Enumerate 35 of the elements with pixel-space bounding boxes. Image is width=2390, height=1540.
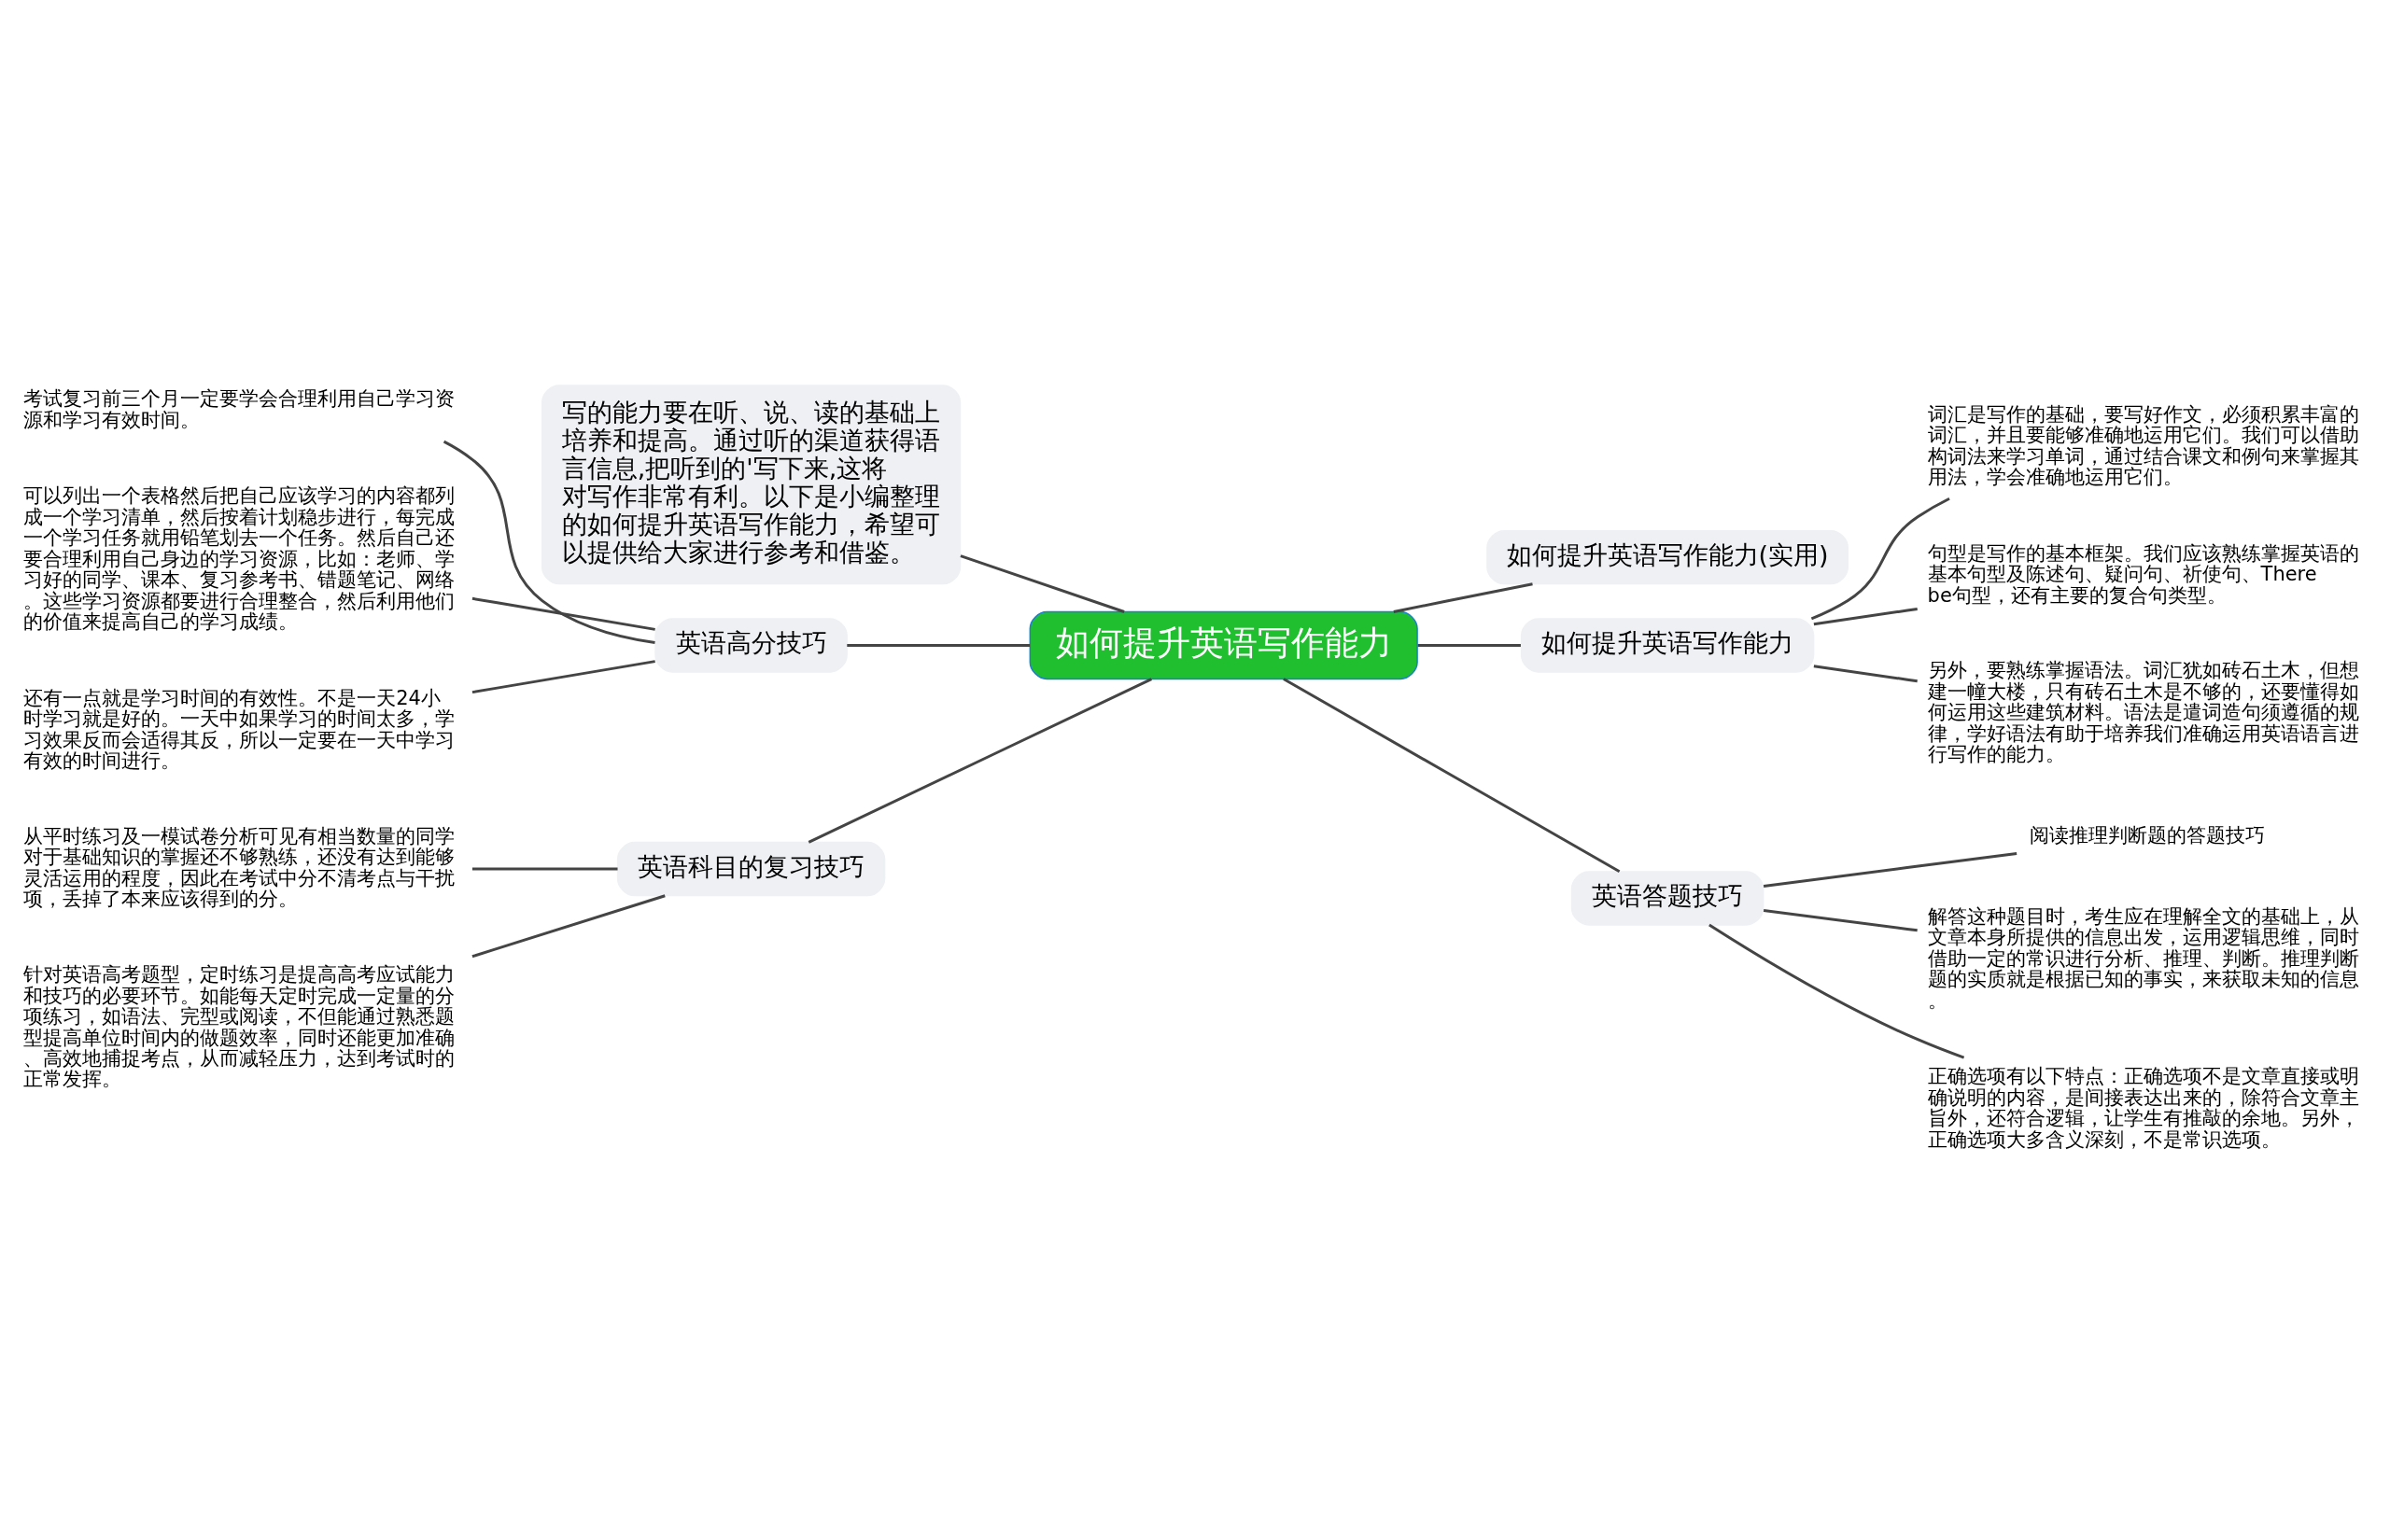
connector (1708, 923, 1965, 1059)
connector (1283, 677, 1621, 873)
node-box: 写的能力要在听、说、读的基础上培养和提高。通过听的渠道获得语言信息,把听到的'写下来,这将对写作非常有利。以下是小编整理的如何提升英语写作能力，希望可以提供给大家进行参考和借鉴。 (541, 384, 962, 584)
node-box: 如何提升英语写作能力(实用) (1486, 529, 1849, 584)
node-box: 如何提升英语写作能力 (1029, 610, 1418, 679)
node-text: 词汇是写作的基础，要写好作文，必须积累丰富的词汇，并且要能够准确地运用它们。我们可以借助构词法来学习单词，通过结合课文和例句来掌握其用法，学会准确地运用它们。 (1927, 402, 2359, 488)
node-text: 还有一点就是学习时间的有效性。不是一天24小时学习就是好的。一天中如果学习的时间太多，学习效果反而会适得其反，所以一定要在一天中学习有效的时间进行。 (23, 686, 456, 772)
connector (1813, 664, 1918, 682)
node-box: 英语高分技巧 (654, 617, 848, 673)
node-box: 如何提升英语写作能力 (1520, 617, 1815, 673)
connector (471, 596, 655, 631)
connector (471, 893, 666, 958)
node-text: 阅读推理判断题的答题技巧 (2029, 823, 2265, 847)
node-text: 解答这种题目时，考生应在理解全文的基础上，从文章本身所提供的信息出发，运用逻辑思维，同时借助一定的常识进行分析、推理、判断。推理判断题的实质就是根据已知的事实，来获取未知的信息。 (1927, 904, 2359, 1012)
connector (443, 440, 655, 644)
connector (1810, 497, 1950, 620)
connector (1417, 643, 1521, 647)
connector (1763, 851, 2017, 888)
connector (1393, 581, 1533, 613)
node-box: 英语科目的复习技巧 (616, 841, 886, 896)
node-box: 英语答题技巧 (1570, 870, 1764, 926)
connector (471, 867, 618, 871)
connector (847, 643, 1031, 647)
connector (1813, 607, 1918, 625)
node-text: 另外，要熟练掌握语法。词汇犹如砖石土木，但想建一幢大楼，只有砖石土木是不够的，还要懂得如何运用这些建筑材料。语法是遣词造句须遵循的规律，学好语法有助于培养我们准确运用英语语言进行写作的能力。 (1927, 658, 2359, 765)
connector (808, 677, 1152, 844)
node-text: 从平时练习及一模试卷分析可见有相当数量的同学对于基础知识的掌握还不够熟练，还没有达到能够灵活运用的程度，因此在考试中分不清考点与干扰项，丢掉了本来应该得到的分。 (23, 824, 456, 910)
node-text: 正确选项有以下特点：正确选项不是文章直接或明确说明的内容，是间接表达出来的，除符合文章主旨外，还符合逻辑，让学生有推敲的余地。另外，正确选项大多含义深刻，不是常识选项。 (1927, 1064, 2359, 1151)
node-text: 考试复习前三个月一定要学会合理利用自己学习资源和学习有效时间。 (23, 386, 456, 431)
node-text: 可以列出一个表格然后把自己应该学习的内容都列成一个学习清单，然后按着计划稳步进行，每完成一个学习任务就用铅笔划去一个任务。然后自己还要合理利用自己身边的学习资源，比如：老师、学习好的同学、课本、复习参考书、错题笔记、网络。这些学习资源都要进行合理整合，然后利用他们的价值来提高自己的学习成绩。 (23, 483, 456, 633)
node-text: 句型是写作的基本框架。我们应该熟练掌握英语的基本句型及陈述句、疑问句、祈使句、There be句型，还有主要的复合句类型。 (1927, 541, 2359, 607)
connector (1763, 908, 1918, 931)
connector (471, 659, 655, 693)
connector (960, 553, 1125, 613)
node-text: 针对英语高考题型，定时练习是提高高考应试能力和技巧的必要环节。如能每天定时完成一定量的分项练习，如语法、完型或阅读，不但能通过熟悉题型提高单位时间内的做题效率，同时还能更加准确、高效地捕捉考点，从而减轻压力，达到考试时的正常发挥。 (23, 962, 456, 1090)
